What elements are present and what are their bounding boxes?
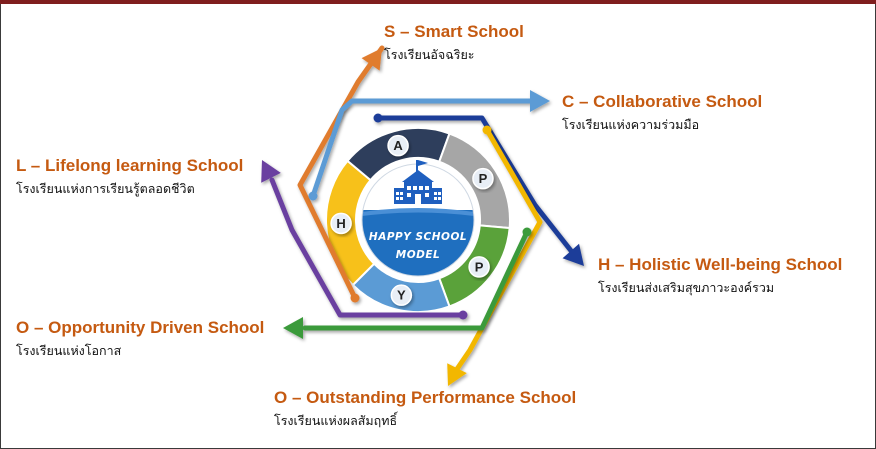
center-title-line1: HAPPY SCHOOL	[369, 231, 467, 243]
ring-letter: Y	[397, 288, 406, 303]
opportunity-school-title: O – Opportunity Driven School	[16, 318, 265, 337]
arrow-paths	[261, 45, 584, 386]
arrow-holistic-line	[375, 115, 575, 255]
ring-letter-badge	[330, 212, 352, 235]
collaborative-school-thai: โรงเรียนแห่งความร่วมมือ	[562, 117, 700, 132]
arrow-smart	[297, 45, 385, 303]
arrow-lifelong-line	[269, 177, 466, 318]
arrow-opportunity-start-dot	[522, 227, 532, 237]
ring-letter: A	[393, 138, 403, 153]
happy-ring: H A P P Y	[325, 127, 511, 313]
arrow-collaborative-start-dot	[308, 191, 318, 201]
center-title-line2: MODEL	[396, 249, 440, 261]
arrow-holistic-start-dot	[373, 113, 383, 123]
top-accent-bar	[0, 0, 876, 4]
lifelong-school-thai: โรงเรียนแห่งการเรียนรู้ตลอดชีวิต	[16, 181, 195, 196]
opportunity-school-thai: โรงเรียนแห่งโอกาส	[16, 343, 122, 358]
label-holistic-school: H – Holistic Well-being School โรงเรียนส…	[598, 255, 842, 297]
arrow-smart-line	[297, 45, 385, 301]
arrow-collaborative-head	[530, 90, 550, 112]
arrow-opportunity-head	[283, 317, 303, 339]
arrow-lifelong-head	[261, 160, 281, 183]
arrow-collaborative	[308, 90, 550, 201]
arrow-lifelong	[261, 160, 468, 320]
smart-school-title: S – Smart School	[384, 22, 524, 41]
label-opportunity-school: O – Opportunity Driven School โรงเรียนแห…	[16, 318, 264, 360]
school-building-icon	[394, 160, 442, 204]
arrow-outstanding-line	[452, 127, 543, 375]
arrow-outstanding-start-dot	[482, 125, 492, 135]
holistic-school-title: H – Holistic Well-being School	[598, 255, 843, 274]
smart-school-thai: โรงเรียนอัจฉริยะ	[384, 47, 475, 62]
arrow-outstanding-head	[447, 363, 467, 386]
arrow-lifelong-start-dot	[458, 310, 468, 320]
holistic-school-thai: โรงเรียนส่งเสริมสุขภาวะองค์รวม	[598, 280, 775, 295]
arrow-opportunity-line	[302, 229, 530, 331]
arrow-opportunity	[283, 227, 532, 339]
label-lifelong-school: L – Lifelong learning School โรงเรียนแห่…	[16, 156, 243, 198]
arrow-smart-head	[361, 48, 382, 71]
collaborative-school-title: C – Collaborative School	[562, 92, 763, 111]
ring-letter: P	[475, 259, 484, 274]
lifelong-school-title: L – Lifelong learning School	[16, 156, 244, 175]
label-collaborative-school: C – Collaborative School โรงเรียนแห่งควา…	[562, 92, 762, 134]
arrow-holistic-head	[562, 243, 584, 266]
label-smart-school: S – Smart School โรงเรียนอัจฉริยะ	[384, 22, 524, 64]
label-outstanding-school: O – Outstanding Performance School โรงเร…	[274, 388, 576, 430]
outstanding-school-thai: โรงเรียนแห่งผลสัมฤทธิ์	[274, 413, 398, 428]
arrow-smart-start-dot	[350, 293, 360, 303]
ring-letter-badge	[390, 284, 413, 306]
outstanding-school-title: O – Outstanding Performance School	[274, 388, 577, 407]
ring-letter-badge	[472, 167, 494, 190]
ring-letter-badge	[387, 134, 409, 157]
arrow-collaborative-line	[310, 98, 533, 199]
ring-letter: P	[479, 171, 488, 186]
arrow-outstanding	[447, 125, 543, 386]
ring-letter: H	[336, 216, 345, 231]
ring-letter-badge	[468, 256, 490, 278]
arrow-holistic	[373, 113, 584, 266]
